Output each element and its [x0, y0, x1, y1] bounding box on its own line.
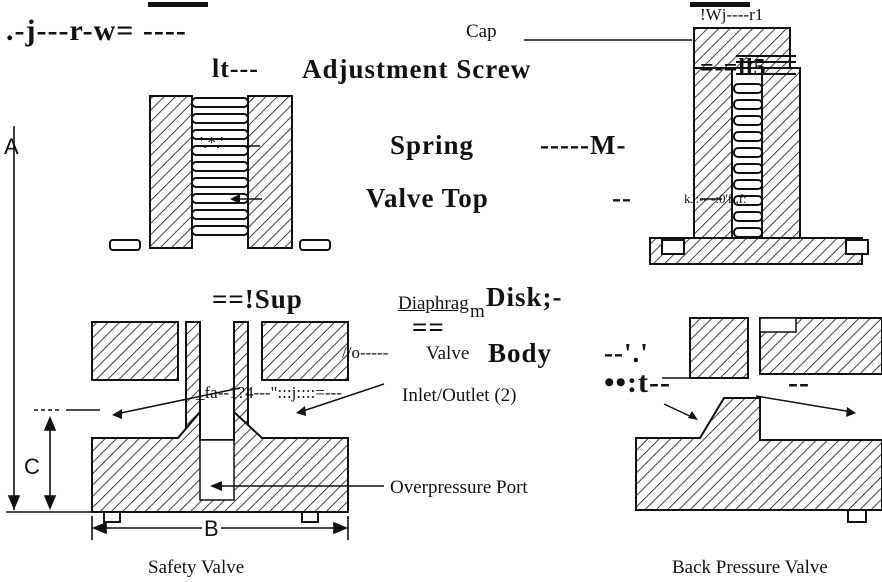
bp-body-notch	[759, 317, 797, 333]
cap-bar	[148, 2, 208, 7]
top-garble-text: .-j---r-w= ----	[6, 14, 187, 47]
body-left-upper	[91, 321, 179, 381]
bolt-right	[301, 511, 319, 523]
port-bore	[199, 439, 235, 501]
body-garble-text: --'.'	[604, 338, 649, 368]
bp-body-upper-left	[689, 317, 749, 379]
valve-top-garble-text: kJ:-- -:0'f.,f:	[684, 191, 747, 206]
safety-valve-drawing	[91, 2, 385, 523]
adjustment-screw-label: Adjustment Screw	[302, 54, 532, 84]
diaphragm-m-text: m	[470, 301, 485, 322]
bonnet-right-wall	[247, 95, 293, 249]
dimension-b-label: B	[202, 516, 221, 541]
back-pressure-valve-caption: Back Pressure Valve	[672, 557, 828, 578]
bp-spring-coils	[733, 83, 763, 238]
cap-label: Cap	[466, 21, 497, 42]
diaphragm-label: Diaphrag	[398, 293, 469, 314]
under-garble-text: ==	[412, 312, 445, 342]
body-label: Body	[488, 338, 553, 368]
leader-lines	[212, 39, 722, 379]
bp-flange	[649, 237, 863, 265]
bp-body-base	[635, 397, 882, 511]
bolt-left	[103, 511, 121, 523]
safety-valve-caption: Safety Valve	[148, 557, 245, 578]
disk-label: Disk;-	[486, 282, 563, 312]
lt-garble-text: lt---	[212, 54, 259, 83]
dimension-a-label: A	[4, 134, 19, 159]
fa-garble-text: _fa--1?4---":::j::::=---	[196, 383, 342, 402]
valve-body-label: Valve	[426, 343, 470, 364]
spring-garble-text: '.*.'	[200, 133, 224, 152]
dots-tail-text: --	[788, 366, 810, 399]
overpressure-port-label: Overpressure Port	[390, 477, 528, 498]
bp-bonnet-right	[761, 67, 801, 265]
dimension-c-label: C	[24, 454, 40, 479]
bp-bolt	[847, 509, 867, 523]
io-garble-text: //o-----	[342, 343, 389, 362]
valve-top-label: Valve Top	[366, 183, 489, 213]
bp-screw-threads	[736, 55, 796, 75]
back-pressure-valve-drawing	[635, 2, 882, 523]
spring-label: Spring	[390, 130, 475, 160]
body-right-upper	[261, 321, 349, 381]
flow-arrow-right	[299, 383, 385, 413]
bonnet-left-wall	[149, 95, 193, 249]
dots-garble-text: ••:t--	[604, 366, 671, 399]
bp-nut-right	[845, 239, 869, 255]
spring-coils	[191, 97, 249, 236]
bp-nut-left	[661, 239, 685, 255]
flow-arrow-left	[115, 387, 241, 415]
bp-bonnet-left	[693, 67, 733, 265]
spring-tail-text: -----M-	[540, 130, 627, 160]
bp-cap-bar	[690, 2, 750, 7]
flange-foot-left	[109, 239, 141, 251]
flange-foot-right	[299, 239, 331, 251]
sup-label: ==!Sup	[212, 284, 303, 314]
adj-garble-text: =-=ll5	[700, 55, 767, 81]
cap-garble-text: !Wj----r1	[700, 5, 764, 24]
valve-top-tail-text: --	[612, 183, 632, 213]
inlet-outlet-label: Inlet/Outlet (2)	[402, 385, 517, 406]
